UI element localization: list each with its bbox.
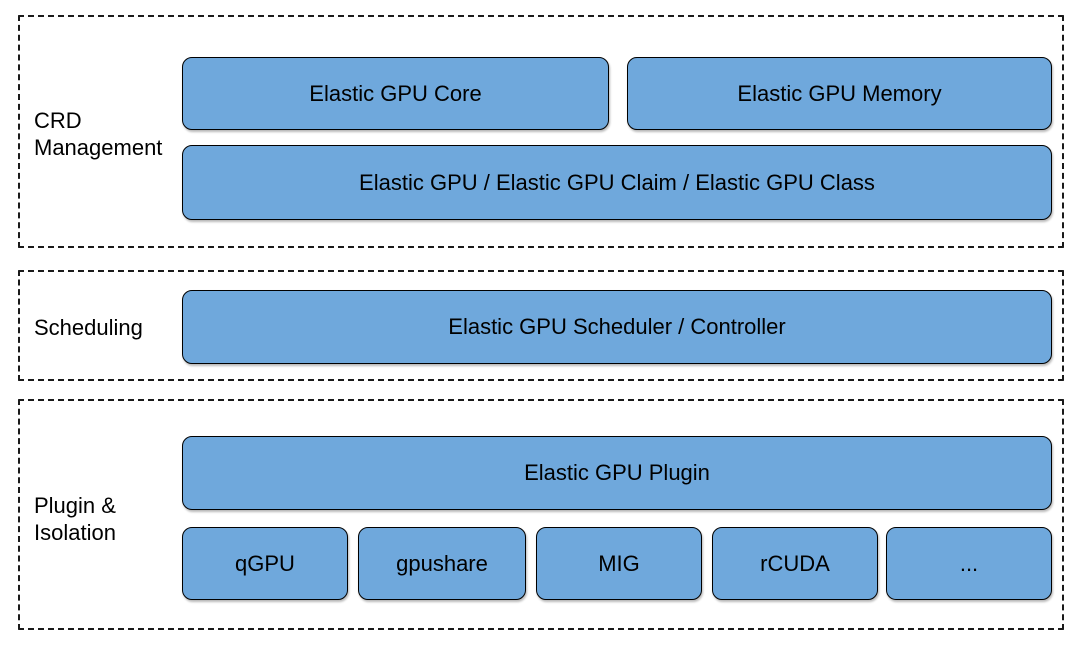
node-mig: MIG bbox=[536, 527, 702, 600]
section-scheduling: Scheduling Elastic GPU Scheduler / Contr… bbox=[18, 270, 1064, 381]
node-elastic-gpu-core: Elastic GPU Core bbox=[182, 57, 609, 130]
node-qgpu: qGPU bbox=[182, 527, 348, 600]
node-label: Elastic GPU Scheduler / Controller bbox=[448, 314, 786, 339]
node-elastic-gpu-crds: Elastic GPU / Elastic GPU Claim / Elasti… bbox=[182, 145, 1052, 220]
node-label: Elastic GPU Memory bbox=[737, 80, 942, 106]
section-label-line: CRD bbox=[34, 108, 82, 133]
node-gpushare: gpushare bbox=[358, 527, 526, 600]
section-label-scheduling: Scheduling bbox=[34, 314, 143, 341]
node-ellipsis: ... bbox=[886, 527, 1052, 600]
node-label: MIG bbox=[598, 550, 640, 576]
node-label: Elastic GPU Plugin bbox=[524, 460, 710, 485]
node-label: ... bbox=[959, 550, 979, 576]
node-elastic-gpu-scheduler-controller: Elastic GPU Scheduler / Controller bbox=[182, 290, 1052, 364]
node-elastic-gpu-plugin: Elastic GPU Plugin bbox=[182, 436, 1052, 510]
node-label: rCUDA bbox=[760, 550, 830, 576]
node-label: gpushare bbox=[396, 550, 488, 576]
node-elastic-gpu-memory: Elastic GPU Memory bbox=[627, 57, 1052, 130]
section-crd-management: CRD Management Elastic GPU Core Elastic … bbox=[18, 15, 1064, 248]
node-label: Elastic GPU Core bbox=[309, 80, 482, 106]
section-label-line: Management bbox=[34, 135, 163, 160]
node-label: Elastic GPU / Elastic GPU Claim / Elasti… bbox=[359, 169, 875, 195]
section-label-plugin-isolation: Plugin & Isolation bbox=[34, 492, 116, 546]
section-plugin-isolation: Plugin & Isolation Elastic GPU Plugin qG… bbox=[18, 399, 1064, 630]
section-label-line: Isolation bbox=[34, 520, 116, 545]
node-label: qGPU bbox=[235, 550, 295, 576]
section-label-crd-management: CRD Management bbox=[34, 107, 162, 161]
node-rcuda: rCUDA bbox=[712, 527, 878, 600]
section-label-line: Plugin & bbox=[34, 493, 116, 518]
section-label-line: Scheduling bbox=[34, 315, 143, 340]
